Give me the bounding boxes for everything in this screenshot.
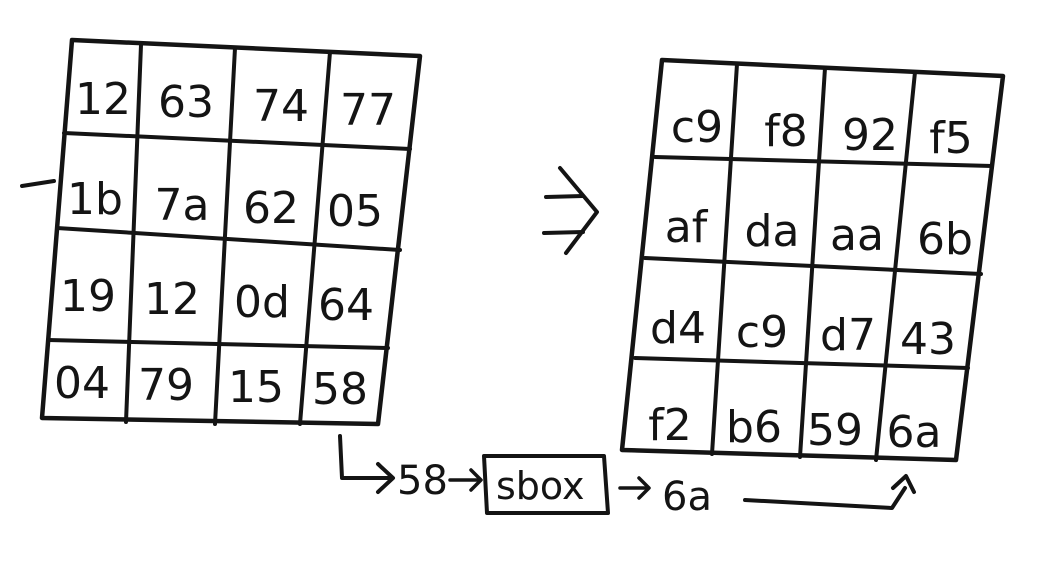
input-grid-row-line [62,131,412,151]
input-grid-col-line [124,43,143,424]
output-cell-r0-c1: f8 [764,106,807,157]
output-cell-r3-c1: b6 [726,402,782,453]
output-cell-r0-c0: c9 [671,102,723,153]
input-cell-r3-c1: 79 [138,360,194,411]
output-cell-r1-c0: af [665,202,709,253]
output-cell-r2-c1: c9 [736,307,788,358]
input-cell-r3-c0: 04 [54,358,110,409]
flow-input-byte: 58 [397,458,448,504]
output-cell-r2-c3: 43 [900,314,956,365]
input-cell-r3-c3: 58 [312,364,368,415]
output-cell-r3-c2: 59 [807,405,863,456]
input-grid-col-line [298,50,332,426]
output-grid-row-line [653,155,994,168]
input-cell-r2-c1: 12 [144,274,200,325]
input-cell-r1-c1: 7a [155,180,210,231]
flow-arrow-to-sbox-icon [448,468,483,492]
output-cell-r1-c3: 6b [917,214,973,265]
output-cell-r3-c0: f2 [648,400,691,451]
output-cell-r1-c2: aa [830,210,884,261]
input-cell-r0-c3: 77 [340,85,396,136]
output-cell-r0-c2: 92 [842,110,898,161]
input-cell-r3-c2: 15 [228,362,284,413]
input-cell-r0-c2: 74 [253,81,309,132]
input-cell-r1-c3: 05 [327,186,383,237]
input-state-grid: 12 63 74 77 1b 7a 62 05 19 12 0d 64 04 79 15 58 [20,37,423,427]
sbox-label: sbox [496,464,585,508]
input-grid-row-line [55,226,402,252]
output-cell-r1-c1: da [745,206,800,257]
output-grid-border [619,57,1006,463]
input-grid-border [39,37,423,427]
input-cell-r1-c2: 62 [243,183,299,234]
output-grid-col-line [798,66,827,459]
output-cell-r3-c3: 6a [887,407,942,458]
output-cell-r2-c2: d7 [820,310,876,361]
input-cell-r1-c0: 1b [67,174,123,225]
input-grid-col-line [213,46,237,426]
input-cell-r2-c2: 0d [234,277,290,328]
input-cell-r2-c3: 64 [318,280,374,331]
input-cell-r2-c0: 19 [60,271,116,322]
flow-output-byte: 6a [662,474,712,520]
output-grid-col-line [874,70,917,462]
flow-arrow-from-cell [338,434,395,494]
sbox-box: sbox [482,454,610,515]
implies-arrow-icon [542,166,599,255]
output-cell-r2-c0: d4 [650,303,706,354]
output-grid-col-line [710,62,739,456]
flow-arrow-to-cell-icon [743,474,916,510]
input-cell-r0-c0: 12 [75,74,131,125]
output-cell-r0-c3: f5 [929,113,972,164]
output-grid-row-line [633,356,970,370]
incoming-stub-line [20,179,56,188]
input-cell-r0-c1: 63 [158,77,214,128]
flow-arrow-from-sbox-icon [618,476,651,500]
